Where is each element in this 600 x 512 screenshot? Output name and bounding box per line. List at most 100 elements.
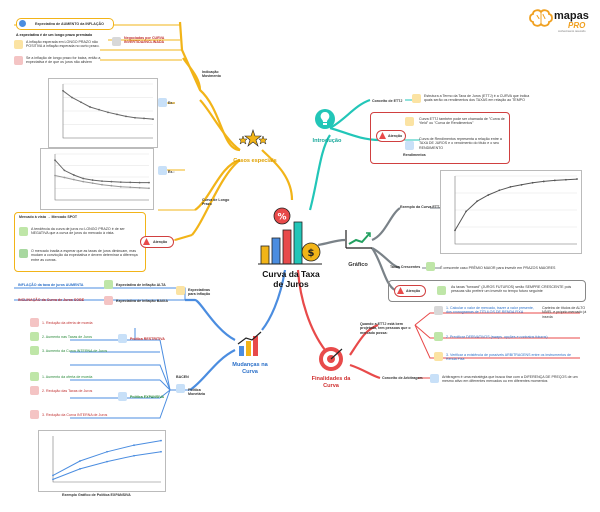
chart-icon	[14, 40, 23, 49]
finalidades-icon	[318, 346, 344, 372]
data-point	[52, 478, 54, 481]
series-line	[52, 451, 162, 480]
swap-icon	[434, 332, 443, 341]
chart-axes	[454, 176, 577, 245]
mud-r2: 2. Aumento nas Taxas de Juros	[42, 335, 93, 339]
taxas-text: É crescente caso PRÊMIO MAIOR para inves…	[440, 266, 556, 270]
data-point	[110, 180, 113, 183]
premio-title: A expectativa é de um longo prazo premia…	[16, 33, 93, 37]
conceito-label: Conceito de ETTJ	[372, 99, 403, 103]
data-point	[152, 118, 154, 120]
grafico-at-text: As taxas "forward" (JUROS FUTUROS) serão…	[451, 285, 572, 294]
data-point	[106, 450, 108, 453]
data-point	[129, 186, 132, 189]
chart-axes	[52, 436, 161, 483]
branch-mudancas: Mudanças na Curva	[232, 362, 268, 375]
expansiva-chart	[38, 430, 166, 492]
chart-icon	[405, 117, 414, 126]
expansiva-chart-svg	[52, 436, 162, 483]
data-point	[63, 169, 66, 172]
rate-chart-icon: $ %	[258, 207, 322, 265]
document-icon	[112, 37, 121, 46]
data-point	[138, 181, 141, 184]
books-icon	[412, 94, 421, 103]
data-point	[487, 194, 490, 196]
mud-r3: 3. Aumento da Curva INTERNA de Juros	[42, 349, 108, 353]
pol-restritiva: Política RESTRITIVA	[130, 337, 165, 341]
casos-chart-2	[40, 148, 154, 210]
svg-text:%: %	[277, 213, 286, 223]
mud-inclinacao: INCLINAÇÃO da Curva de Juros SOBE	[18, 298, 85, 302]
intro-atencao-text: Curva ETTJ também pode ser chamada de "C…	[419, 117, 505, 126]
data-point	[454, 229, 456, 232]
data-point	[91, 182, 94, 185]
bacen-label: BACEN	[176, 375, 189, 379]
data-point	[134, 116, 136, 119]
data-point	[82, 180, 85, 183]
data-point	[89, 106, 91, 108]
casos-chart-1-svg	[62, 83, 154, 139]
data-point	[133, 444, 135, 447]
intro-atencao-box: Curva ETTJ também pode ser chamada de "C…	[370, 112, 510, 164]
casos-l2: Se a inflação de longo prazo for baixa, …	[26, 56, 101, 65]
mud-exp-expec: Expectativas para inflação	[188, 288, 211, 297]
data-point	[119, 185, 122, 188]
data-point	[553, 179, 556, 182]
branch-introducao: Introdução	[312, 138, 342, 144]
grafico-atencao-box: As taxas "forward" (JUROS FUTUROS) serão…	[388, 280, 586, 302]
pipe-icon	[434, 306, 443, 315]
data-point	[79, 460, 81, 462]
data-point	[148, 187, 150, 190]
bank-icon	[158, 98, 167, 107]
down-arrow-icon	[104, 296, 113, 305]
mud-sup-inflacao: Expectativa de inflação ALTA	[116, 283, 166, 287]
data-point	[476, 200, 479, 203]
taxas-label: Taxas Crescentes	[390, 265, 421, 269]
series-line	[52, 440, 162, 476]
branch-casos: Casos especiais	[233, 158, 277, 164]
trend-icon	[30, 346, 39, 355]
series-line	[454, 178, 578, 231]
mud-r6: 3. Redução da Curva INTERNA de Juros	[42, 413, 108, 417]
fin-f1: 1. Calcular o valor de mercado, trazer a…	[446, 306, 534, 315]
data-point	[106, 460, 108, 463]
data-point	[107, 111, 109, 114]
casos-atencao: Atenção	[140, 236, 174, 248]
growth-icon	[426, 262, 435, 271]
fin-f3: 3. Verificar a existência de possíveis A…	[446, 353, 572, 362]
policy-icon	[118, 334, 127, 343]
exemplo-curva-label: Exemplo da Curva ETTJ	[400, 205, 442, 209]
casos-top-pill: Expectativa de AUMENTO da INFLAÇÃO	[16, 18, 114, 30]
mud-r1: 1. Redução da oferta de moeda	[42, 321, 93, 325]
mercado-m1: A tendência da curva de juros no LONGO P…	[31, 227, 125, 236]
ex2-label: Ex.:	[168, 170, 175, 174]
chart-axes	[62, 84, 153, 139]
brand-name: mapas	[554, 10, 589, 22]
chart-axes	[54, 154, 149, 201]
indicacao-label: Indicação Movimento	[202, 70, 221, 79]
up-icon	[30, 332, 39, 341]
map-icon	[19, 249, 28, 258]
data-point	[72, 178, 75, 181]
person-icon	[14, 56, 23, 65]
policy-icon	[118, 392, 127, 401]
data-point	[520, 183, 523, 186]
mercado-m2: O mercado inadia a esperar que as taxas …	[31, 249, 138, 262]
data-point	[71, 96, 73, 99]
data-point	[498, 189, 501, 192]
data-point	[52, 474, 54, 477]
center-title: Curva da Taxa de Juros	[262, 269, 320, 289]
data-point	[148, 181, 150, 184]
branch-grafico: Gráfico	[348, 262, 368, 268]
note-a: Negociadas por CURVA INVERTIDA/INCLINADA	[112, 36, 182, 48]
arb-label: Conceito de Arbitragem	[382, 376, 423, 380]
warning-icon	[379, 132, 386, 139]
data-point	[63, 176, 66, 179]
intro-exemplo-text: Curva de Rendimentos representa a relaçã…	[419, 137, 502, 150]
data-point	[62, 89, 64, 92]
graph-icon	[405, 141, 414, 150]
conceito-text: Estrutura a Termo da Taxa de Juros (ETTJ…	[424, 94, 530, 103]
casos-chart-1	[48, 78, 158, 148]
data-point	[542, 180, 545, 183]
data-point	[54, 159, 56, 162]
